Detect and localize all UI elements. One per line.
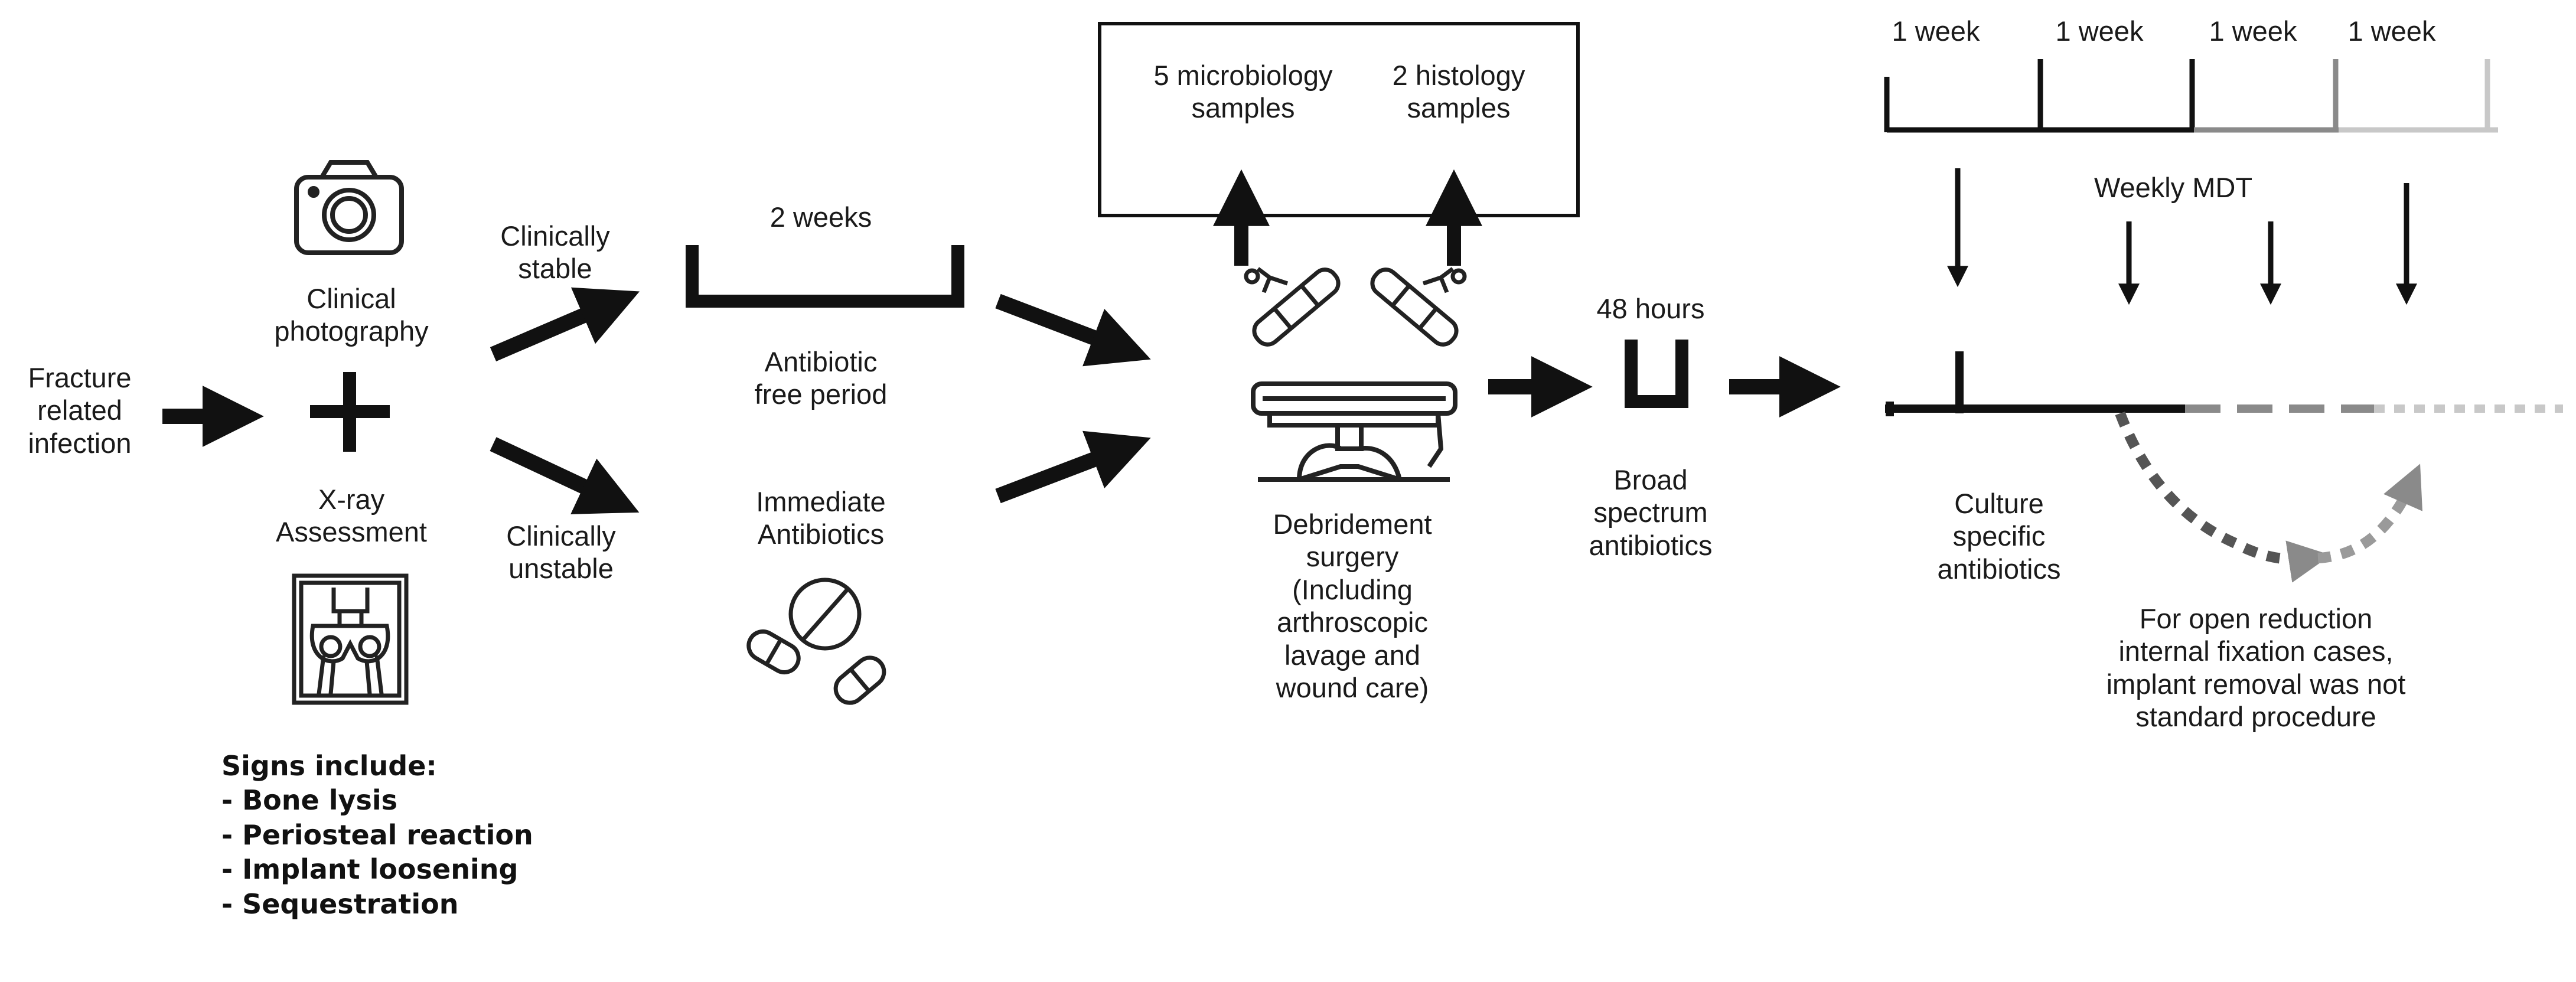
two-week-bracket (686, 245, 964, 308)
surgical-tools-icon (1244, 267, 1341, 347)
pills-icon (746, 578, 886, 705)
label-immediate-antibiotics: Immediate Antibiotics (756, 486, 886, 550)
sign-item: - Periosteal reaction (221, 818, 533, 851)
label-histology-samples: 2 histology samples (1392, 60, 1525, 124)
label-fracture-related-infection: Fracture related infection (28, 362, 132, 459)
culture-treatment-line (1885, 351, 2563, 416)
label-week-2: 1 week (2055, 15, 2144, 47)
label-microbiology-samples: 5 microbiology samples (1153, 60, 1333, 124)
operating-table-icon (1251, 381, 1457, 482)
label-debridement-surgery: Debridement surgery (Including arthrosco… (1273, 508, 1432, 704)
arrow-immediate-to-surgery (995, 430, 1151, 504)
sign-item: - Bone lysis (221, 784, 398, 817)
label-clinically-stable: Clinically stable (500, 220, 610, 285)
label-xray-assessment: X-ray Assessment (276, 484, 427, 548)
label-broad-spectrum: Broad spectrum antibiotics (1589, 464, 1713, 561)
signs-title: Signs include: (221, 750, 437, 782)
arrow-stable-to-surgery (995, 293, 1151, 367)
label-week-1: 1 week (1892, 15, 1980, 47)
surgical-tools-icon (1370, 267, 1467, 347)
orif-dotted-curve-up (2317, 464, 2422, 563)
label-week-4: 1 week (2347, 15, 2436, 47)
label-orif-note: For open reduction internal fixation cas… (2106, 603, 2406, 733)
orif-dotted-curve-down (2115, 411, 2332, 583)
forty-eight-hour-bracket (1625, 340, 1688, 408)
arrow-to-unstable (490, 437, 640, 514)
xray-signs-list: Signs include: - Bone lysis - Periosteal… (221, 749, 533, 921)
sign-item: - Implant loosening (221, 853, 519, 886)
sign-item: - Sequestration (221, 888, 459, 920)
samples-box (1098, 22, 1580, 217)
label-48-hours: 48 hours (1596, 293, 1705, 324)
label-two-weeks: 2 weeks (769, 201, 872, 233)
label-antibiotic-free-period: Antibiotic free period (754, 346, 888, 410)
camera-icon (294, 160, 404, 255)
pelvis-xray-icon (292, 573, 409, 705)
label-weekly-mdt: Weekly MDT (2094, 172, 2253, 203)
label-clinically-unstable: Clinically unstable (506, 520, 616, 585)
plus-icon (310, 372, 390, 452)
arrow-to-stable (490, 287, 640, 361)
weekly-timeline (1884, 59, 2498, 133)
label-week-3: 1 week (2209, 15, 2297, 47)
label-culture-specific-antibiotics: Culture specific antibiotics (1937, 488, 2061, 585)
label-clinical-photography: Clinical photography (274, 283, 429, 347)
